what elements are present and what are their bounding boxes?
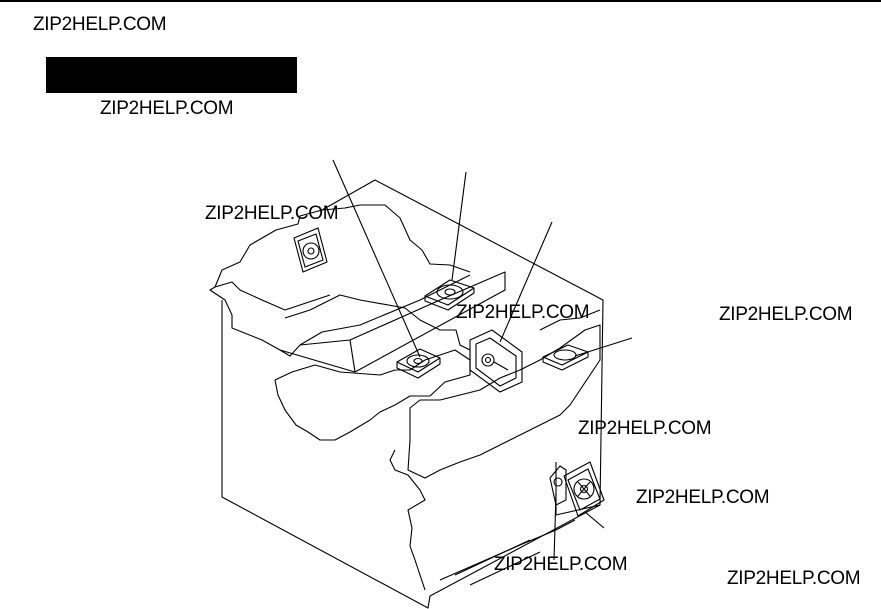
leader-line-5 xyxy=(584,511,605,529)
fan-upper-left xyxy=(293,227,328,273)
title-bar-redacted xyxy=(46,57,297,93)
watermark-2: ZIP2HELP.COM xyxy=(100,98,234,119)
middle-frame xyxy=(284,294,471,370)
leader-line-4 xyxy=(574,337,633,357)
lower-tray xyxy=(439,519,576,581)
upper-frame-top xyxy=(321,204,471,273)
lower-frame xyxy=(389,449,426,591)
middle-lower xyxy=(274,349,471,441)
watermark-7: ZIP2HELP.COM xyxy=(636,487,770,508)
watermark-4: ZIP2HELP.COM xyxy=(456,302,590,323)
fan-shelf xyxy=(424,279,475,311)
watermark-6: ZIP2HELP.COM xyxy=(578,418,712,439)
fan-middle xyxy=(396,348,441,379)
upper-frame xyxy=(209,209,471,357)
left-rail xyxy=(214,281,331,311)
motor-assembly xyxy=(469,329,523,393)
top-rule xyxy=(0,0,881,2)
lower-tray-inner xyxy=(454,539,541,586)
fan-right xyxy=(542,344,589,371)
right-upper-panel xyxy=(539,309,601,331)
chassis-outline xyxy=(221,179,604,609)
watermark-3: ZIP2HELP.COM xyxy=(205,203,339,224)
fan-lower-right xyxy=(563,461,605,517)
watermark-9: ZIP2HELP.COM xyxy=(727,568,861,589)
right-mid-panel xyxy=(407,324,601,479)
watermark-1: ZIP2HELP.COM xyxy=(33,14,167,35)
watermark-8: ZIP2HELP.COM xyxy=(494,554,628,575)
watermark-5: ZIP2HELP.COM xyxy=(719,304,853,325)
duct-lower-right xyxy=(549,465,567,506)
leader-line-2 xyxy=(451,171,467,281)
leader-line-1 xyxy=(332,159,421,358)
shelf-edge xyxy=(349,339,356,373)
leader-line-3 xyxy=(499,221,553,343)
